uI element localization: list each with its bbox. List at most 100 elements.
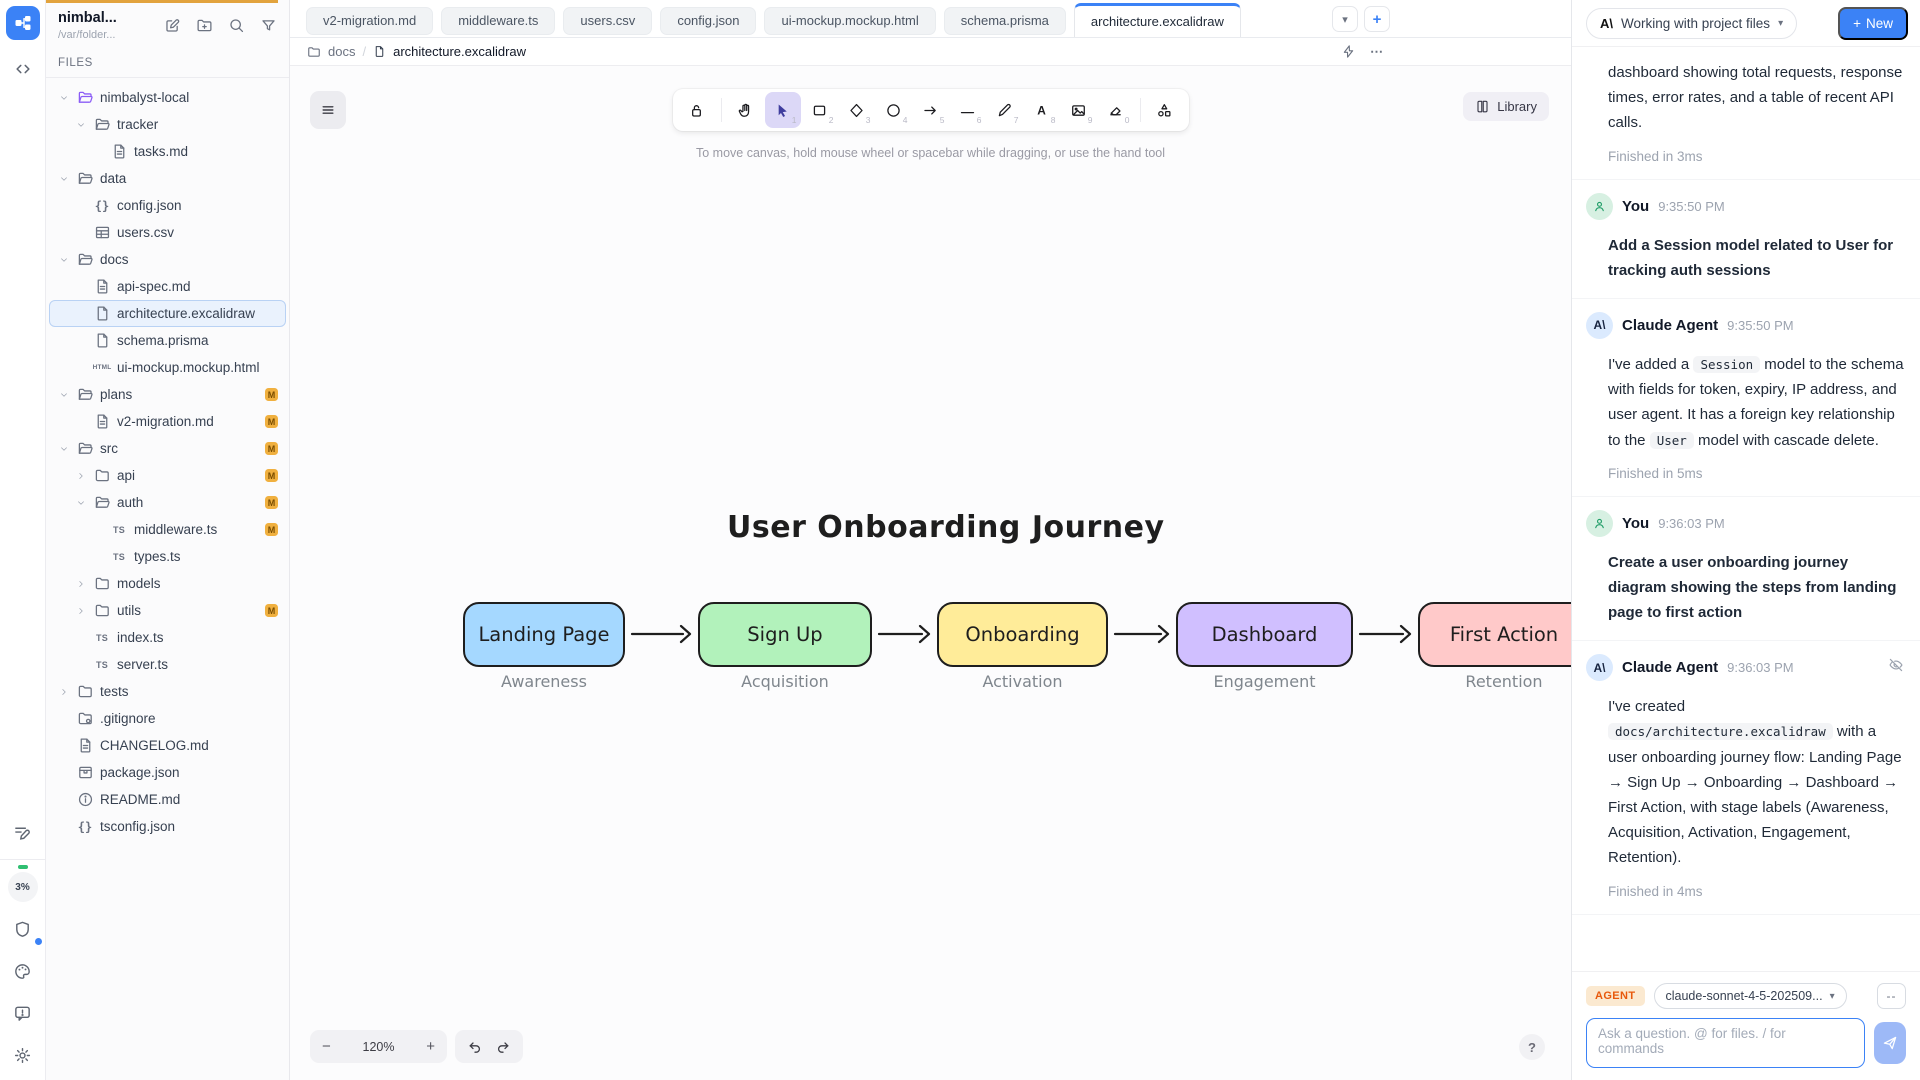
search-files-button[interactable] — [228, 17, 245, 34]
shapes-tool[interactable] — [1147, 92, 1183, 128]
diamond-tool[interactable]: 3 — [839, 92, 875, 128]
ellipse-tool[interactable]: 4 — [876, 92, 912, 128]
file-tree-item-tasks-md[interactable]: tasks.md — [49, 138, 286, 165]
lock-tool[interactable] — [679, 92, 715, 128]
diagram-arrow[interactable] — [1113, 622, 1171, 646]
feedback-button[interactable] — [6, 998, 40, 1028]
chat-mode-selector[interactable]: A\ Working with project files ▾ — [1586, 7, 1798, 39]
prompt-input[interactable] — [1586, 1018, 1865, 1068]
undo-button[interactable] — [467, 1039, 483, 1055]
image-tool[interactable]: 9 — [1061, 92, 1097, 128]
chevron-right-icon[interactable] — [74, 579, 87, 589]
chevron-down-icon[interactable] — [57, 174, 70, 184]
new-folder-button[interactable] — [196, 17, 213, 34]
zoom-level[interactable]: 120% — [362, 1039, 395, 1054]
breadcrumb-file[interactable]: architecture.excalidraw — [393, 44, 527, 59]
composer-more-button[interactable]: -- — [1877, 983, 1906, 1009]
file-tree-item-schema-prisma[interactable]: schema.prisma — [49, 327, 286, 354]
zoom-out-button[interactable]: − — [322, 1038, 331, 1055]
hide-message-button[interactable] — [1888, 657, 1904, 673]
collapse-sidebar-button[interactable] — [6, 54, 40, 84]
app-logo[interactable] — [5, 6, 40, 40]
edit-project-button[interactable] — [164, 17, 181, 34]
eraser-tool[interactable]: 0 — [1098, 92, 1134, 128]
arrow-tool[interactable]: 5 — [913, 92, 949, 128]
file-tree-item-changelog-md[interactable]: CHANGELOG.md — [49, 732, 286, 759]
chevron-down-icon[interactable] — [57, 93, 70, 103]
file-tree-item-users-csv[interactable]: users.csv — [49, 219, 286, 246]
new-tab-button[interactable]: + — [1364, 6, 1390, 32]
tab-users-csv[interactable]: users.csv — [563, 6, 653, 35]
chevron-right-icon[interactable] — [57, 687, 70, 697]
zoom-in-button[interactable]: + — [426, 1038, 435, 1055]
tab-schema-prisma[interactable]: schema.prisma — [943, 6, 1066, 35]
hand-tool[interactable] — [728, 92, 764, 128]
file-tree-item-config-json[interactable]: {}config.json — [49, 192, 286, 219]
file-tree-item-models[interactable]: models — [49, 570, 286, 597]
tab-v2-migration-md[interactable]: v2-migration.md — [306, 6, 434, 35]
file-tree-item-tracker[interactable]: tracker — [49, 111, 286, 138]
security-button[interactable] — [6, 914, 42, 945]
file-tree-item-architecture-excalidraw[interactable]: architecture.excalidraw — [49, 300, 286, 327]
filter-files-button[interactable] — [260, 17, 277, 34]
chevron-right-icon[interactable] — [74, 606, 87, 616]
select-tool[interactable]: 1 — [764, 92, 801, 128]
chevron-down-icon[interactable] — [74, 120, 87, 130]
send-button[interactable] — [1874, 1022, 1906, 1064]
chevron-down-icon[interactable] — [57, 390, 70, 400]
tab-list-dropdown-button[interactable]: ▾ — [1332, 6, 1358, 32]
more-options-button[interactable]: ⋯ — [1370, 43, 1385, 59]
theme-button[interactable] — [6, 956, 40, 986]
file-tree-item-tsconfig-json[interactable]: {}tsconfig.json — [49, 813, 286, 840]
diagram-arrow[interactable] — [877, 622, 932, 646]
diagram-arrow[interactable] — [1358, 622, 1413, 646]
tab-ui-mockup-mockup-html[interactable]: ui-mockup.mockup.html — [764, 6, 936, 35]
diagram-node-first-action[interactable]: First Action — [1418, 602, 1571, 667]
file-tree-item-nimbalyst-local[interactable]: nimbalyst-local — [49, 84, 286, 111]
usage-indicator[interactable]: 3% — [7, 872, 38, 902]
chevron-right-icon[interactable] — [74, 471, 87, 481]
diagram-arrow[interactable] — [630, 622, 693, 646]
settings-button[interactable] — [6, 1040, 40, 1070]
diagram-node-dashboard[interactable]: Dashboard — [1176, 602, 1353, 667]
tab-config-json[interactable]: config.json — [660, 6, 757, 35]
draw-tool[interactable]: 7 — [987, 92, 1023, 128]
compose-notes-button[interactable] — [6, 817, 40, 847]
file-tree-item-package-json[interactable]: package.json — [49, 759, 286, 786]
redo-button[interactable] — [495, 1039, 511, 1055]
diagram-node-landing-page[interactable]: Landing Page — [463, 602, 625, 667]
chevron-down-icon[interactable] — [57, 444, 70, 454]
quick-action-button[interactable] — [1341, 44, 1356, 59]
canvas-menu-button[interactable] — [310, 91, 346, 129]
help-button[interactable]: ? — [1519, 1034, 1545, 1060]
chevron-down-icon[interactable] — [57, 255, 70, 265]
file-tree-item-docs[interactable]: docs — [49, 246, 286, 273]
chat-messages[interactable]: dashboard showing total requests, respon… — [1572, 47, 1920, 971]
breadcrumb-folder[interactable]: docs — [328, 44, 356, 59]
diagram-node-sign-up[interactable]: Sign Up — [698, 602, 872, 667]
chevron-down-icon[interactable] — [74, 498, 87, 508]
rectangle-tool[interactable]: 2 — [802, 92, 838, 128]
file-tree-item-tests[interactable]: tests — [49, 678, 286, 705]
tab-middleware-ts[interactable]: middleware.ts — [441, 6, 556, 35]
file-tree-item-api-spec-md[interactable]: api-spec.md — [49, 273, 286, 300]
file-tree-item-data[interactable]: data — [49, 165, 286, 192]
file-tree-item--gitignore[interactable]: .gitignore — [49, 705, 286, 732]
tab-architecture-excalidraw[interactable]: architecture.excalidraw — [1073, 3, 1241, 37]
file-tree-item-readme-md[interactable]: README.md — [49, 786, 286, 813]
line-tool[interactable]: 6 — [950, 92, 986, 128]
new-chat-button[interactable]: +New — [1838, 6, 1908, 40]
diagram-node-onboarding[interactable]: Onboarding — [937, 602, 1108, 667]
diagram-title[interactable]: User Onboarding Journey — [727, 510, 1165, 545]
